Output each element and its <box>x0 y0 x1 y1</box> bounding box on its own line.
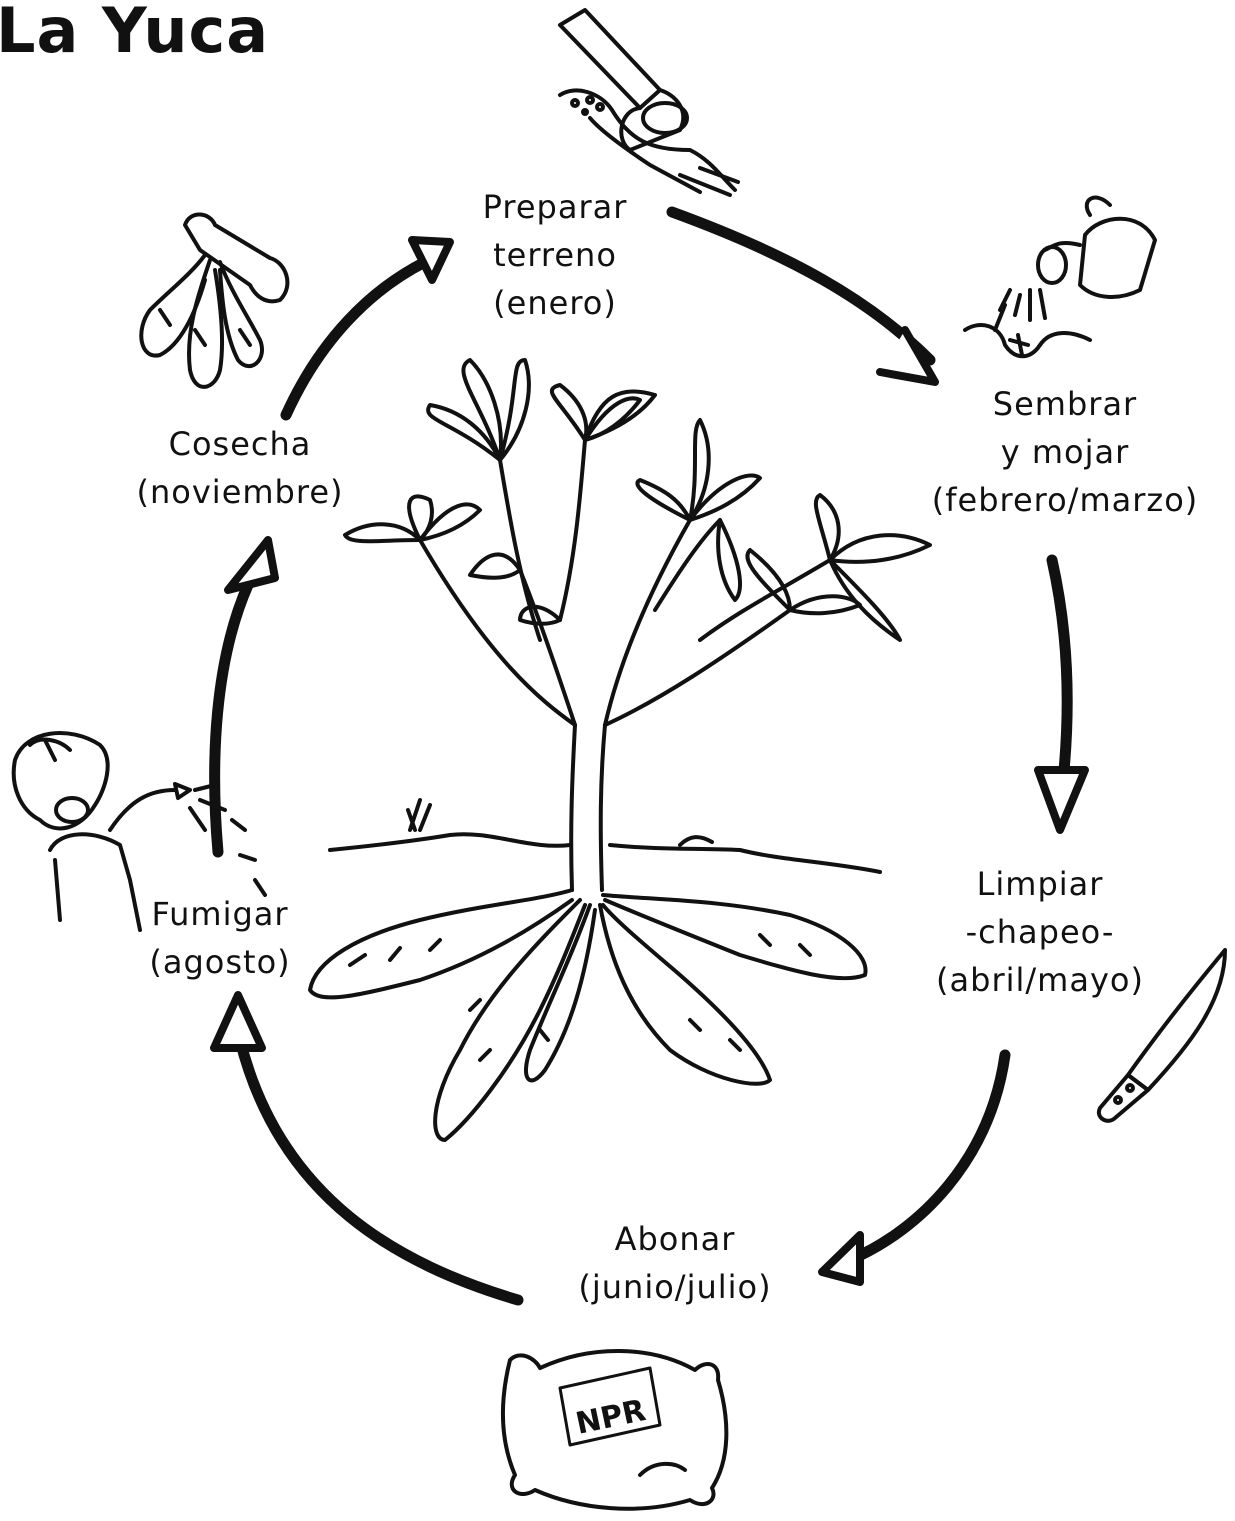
fertilizer-bag-label: NPR <box>573 1393 649 1442</box>
stage-cosecha-line-2: (noviembre) <box>110 468 370 516</box>
stage-cosecha-line-1: Cosecha <box>110 420 370 468</box>
arrow-preparar-to-sembrar <box>672 212 935 382</box>
stage-sembrar: Sembrar y mojar (febrero/marzo) <box>900 380 1230 524</box>
stage-sembrar-line-1: Sembrar <box>900 380 1230 428</box>
arrow-sembrar-to-limpiar <box>1038 560 1085 830</box>
stage-limpiar-line-2: -chapeo- <box>905 908 1175 956</box>
arrow-fumigar-to-cosecha <box>215 540 275 852</box>
arrow-limpiar-to-abonar <box>822 1055 1005 1282</box>
harvested-roots-icon <box>141 214 287 386</box>
stage-sembrar-line-2: y mojar <box>900 428 1230 476</box>
stage-abonar: Abonar (junio/julio) <box>540 1215 810 1311</box>
stage-preparar: Preparar terreno (enero) <box>455 183 655 327</box>
stage-limpiar-line-3: (abril/mayo) <box>905 956 1175 1004</box>
stage-preparar-line-2: terreno <box>455 231 655 279</box>
stage-sembrar-line-3: (febrero/marzo) <box>900 476 1230 524</box>
stage-fumigar-line-2: (agosto) <box>125 938 315 986</box>
stage-cosecha: Cosecha (noviembre) <box>110 420 370 516</box>
arrow-cosecha-to-preparar <box>286 240 450 415</box>
hoe-icon <box>560 10 738 195</box>
watering-can-icon <box>965 198 1155 357</box>
stage-limpiar-line-1: Limpiar <box>905 860 1175 908</box>
stage-fumigar-line-1: Fumigar <box>125 890 315 938</box>
stage-preparar-line-1: Preparar <box>455 183 655 231</box>
arrow-abonar-to-fumigar <box>214 995 518 1300</box>
stage-preparar-line-3: (enero) <box>455 279 655 327</box>
stage-fumigar: Fumigar (agosto) <box>125 890 315 986</box>
cassava-plant-icon <box>310 360 930 1140</box>
stage-abonar-line-1: Abonar <box>540 1215 810 1263</box>
stage-limpiar: Limpiar -chapeo- (abril/mayo) <box>905 860 1175 1004</box>
stage-abonar-line-2: (junio/julio) <box>540 1263 810 1311</box>
